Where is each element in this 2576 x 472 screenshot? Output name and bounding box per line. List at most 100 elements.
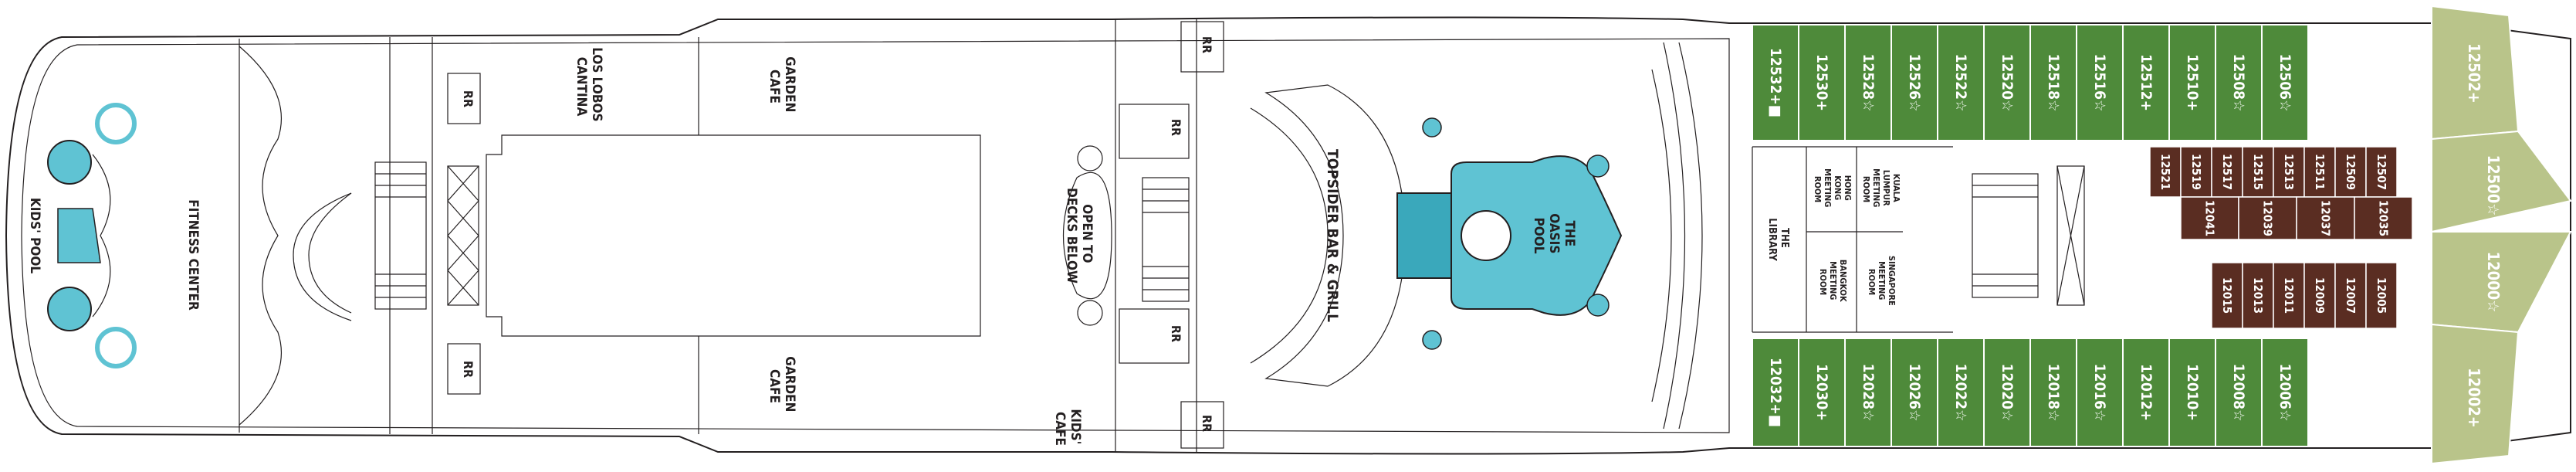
- kids-pool: [47, 103, 137, 368]
- cabin-number: 12008☆: [2230, 364, 2247, 422]
- cabin-number: 12013: [2251, 277, 2265, 314]
- cabin-number: 12513: [2282, 154, 2296, 190]
- singapore-line: SINGAPORE: [1887, 256, 1897, 306]
- cabin-box[interactable]: [2168, 338, 2216, 447]
- atrium-opening: [1063, 171, 1112, 300]
- cabin-box[interactable]: [1844, 24, 1892, 141]
- topsider-bar-curve: [1250, 107, 1329, 364]
- cabin-number: 12010+: [2184, 364, 2201, 421]
- cabin-box[interactable]: [1983, 338, 2031, 447]
- library-label: THE LIBRARY: [1766, 218, 1790, 261]
- cabin-box[interactable]: [2149, 146, 2182, 198]
- cabin-number: 12018☆: [2045, 364, 2062, 422]
- forward-curve: [1678, 42, 1703, 430]
- restroom-box: [1119, 104, 1190, 159]
- restroom-box: [447, 73, 481, 124]
- cabin-box[interactable]: [2215, 24, 2263, 141]
- cabin-box[interactable]: [2273, 262, 2305, 329]
- bangkok-line: ROOM: [1818, 269, 1828, 295]
- cabin-box[interactable]: [2242, 262, 2274, 329]
- topsider-bar-counter: [1264, 84, 1406, 387]
- garden-cafe-line: GARDEN: [782, 56, 797, 112]
- cabin-number: 12035: [2377, 200, 2391, 236]
- garden-cafe-line: CAFE: [767, 70, 782, 104]
- cabin-box[interactable]: [2076, 24, 2124, 141]
- cabin-number: 12039: [2261, 200, 2275, 236]
- cabin-number: 12522☆: [1952, 54, 1969, 112]
- cabin-box[interactable]: [2215, 338, 2263, 447]
- oasis-pool-line: POOL: [1531, 218, 1546, 254]
- cabin-box[interactable]: [2211, 262, 2243, 329]
- hull-outline: [5, 16, 2571, 455]
- cabin-box[interactable]: [2304, 262, 2336, 329]
- garden-cafe-line: GARDEN: [782, 356, 797, 412]
- cabin-box[interactable]: [2122, 24, 2170, 141]
- restroom-label: RR: [1200, 415, 1214, 432]
- cabin-number: 12515: [2251, 154, 2265, 190]
- cabin-box[interactable]: [1752, 24, 1799, 141]
- kuala-lumpur-line: ROOM: [1861, 176, 1871, 202]
- fitness-center-curve: [239, 46, 283, 426]
- fitness-center-label: FITNESS CENTER: [185, 199, 201, 311]
- restroom-label: RR: [1169, 325, 1183, 342]
- restroom-box: [1180, 401, 1224, 449]
- cabin-box[interactable]: [2334, 146, 2367, 198]
- hong-kong-line: ROOM: [1813, 176, 1823, 202]
- cabin-box[interactable]: [2242, 146, 2274, 198]
- topsider-label: TOPSIDER BAR & GRILL: [1324, 149, 1341, 322]
- atrium-column: [1077, 145, 1103, 171]
- bow-suite[interactable]: [2431, 323, 2520, 465]
- restroom-box: [1119, 308, 1190, 364]
- cabin-box[interactable]: [2334, 262, 2367, 329]
- cabin-box[interactable]: [2029, 338, 2077, 447]
- cabin-box[interactable]: [1937, 338, 1985, 447]
- cabin-number: 12005: [2375, 277, 2388, 314]
- cabin-number: 12502+: [2465, 43, 2483, 104]
- cabin-box[interactable]: [2261, 338, 2309, 447]
- cabin-number: 12006☆: [2276, 364, 2293, 422]
- cabin-number: 12507: [2375, 154, 2388, 190]
- garden-cafe-line: CAFE: [767, 369, 782, 403]
- restroom-label: RR: [1200, 36, 1214, 53]
- cabin-number: 12002+: [2465, 368, 2483, 428]
- cabin-box[interactable]: [2296, 196, 2355, 240]
- cabin-box[interactable]: [2261, 24, 2309, 141]
- cabin-number: 12521: [2158, 154, 2172, 190]
- cabin-box[interactable]: [2211, 146, 2243, 198]
- cabin-number: 12508☆: [2230, 54, 2247, 112]
- cabin-number: 12530+: [1813, 54, 1830, 111]
- open-to-decks-line: OPEN TO: [1079, 204, 1095, 263]
- open-to-decks-line: DECKS BELOW: [1064, 188, 1079, 284]
- kids-cafe-label: KIDS' CAFE: [1052, 409, 1083, 448]
- restroom-box: [447, 343, 481, 395]
- mid-staircase: [1142, 177, 1190, 302]
- restroom-label: RR: [461, 361, 476, 378]
- los-lobos-line: LOS LOBOS: [589, 47, 604, 121]
- cabin-box[interactable]: [2180, 196, 2239, 240]
- cabin-number: 12516☆: [2091, 54, 2108, 112]
- cabin-box[interactable]: [2076, 338, 2124, 447]
- kuala-lumpur-room-label: KUALA LUMPUR MEETING ROOM: [1861, 168, 1901, 210]
- cabin-box[interactable]: [2168, 24, 2216, 141]
- cabin-box[interactable]: [2354, 196, 2413, 240]
- restroom-label: RR: [1169, 119, 1183, 136]
- cabin-number: 12500☆: [2484, 155, 2503, 216]
- cabin-row-bottom: 12032+■12030+12028☆12026☆12022☆12020☆120…: [1752, 338, 2309, 447]
- atrium-column: [1077, 300, 1103, 326]
- cabin-number: 12518☆: [2045, 54, 2062, 112]
- cabin-number: 12510+: [2184, 54, 2201, 111]
- forward-curve: [1663, 42, 1686, 430]
- cabin-box[interactable]: [1752, 338, 1799, 447]
- cabin-box[interactable]: [2365, 262, 2398, 329]
- cabin-row-top: 12532+■12530+12528☆12526☆12522☆12520☆125…: [1752, 24, 2309, 141]
- cabin-number: 12526☆: [1906, 54, 1923, 112]
- bow-suite[interactable]: [2431, 130, 2572, 233]
- cabin-box[interactable]: [1798, 338, 1846, 447]
- cabin-box[interactable]: [1891, 24, 1938, 141]
- hong-kong-room-label: HONG KONG MEETING ROOM: [1813, 168, 1853, 210]
- cabin-box[interactable]: [1798, 24, 1846, 141]
- hull-inner: [21, 38, 1730, 433]
- cabin-box[interactable]: [2029, 24, 2077, 141]
